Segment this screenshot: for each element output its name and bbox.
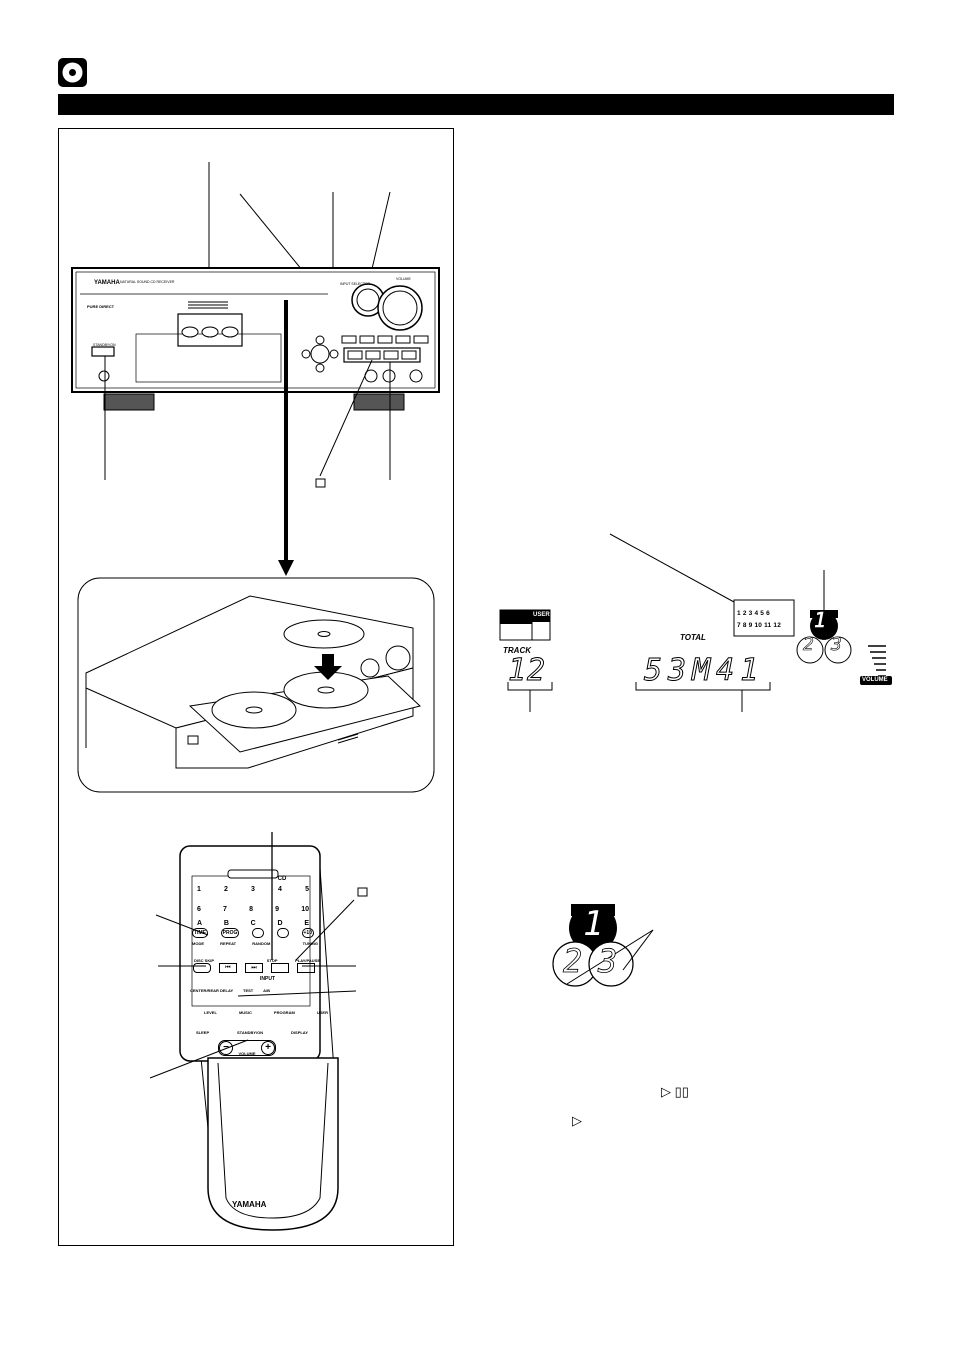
volume-display-label: VOLUME <box>862 677 888 683</box>
remote-program-label: PROGRAM <box>273 1010 295 1015</box>
remote-repeat-label: REPEAT <box>220 941 237 946</box>
remote-random-label: RANDOM <box>252 941 271 946</box>
remote-num-9[interactable]: 9 <box>275 906 280 913</box>
remote-number-row-1: 1 2 3 4 5 <box>197 886 309 893</box>
remote-row8: SLEEP STANDBY/ON DISPLAY <box>196 1030 308 1035</box>
remote-num-3[interactable]: 3 <box>251 886 255 893</box>
volume-knob-label: VOLUME <box>396 277 411 281</box>
play-pause-symbol: ▷ ▯▯ <box>661 1084 689 1099</box>
remote-center-rear-label: CENTER/REAR DELAY <box>190 988 234 993</box>
remote-sleep-label: SLEEP <box>196 1030 210 1035</box>
remote-cd-label: CD <box>277 876 287 882</box>
skip-back-button[interactable]: ⏮ <box>219 963 237 973</box>
disc-3-large: 3 <box>598 942 618 981</box>
remote-row4: DISC SKIP STOP PLAY/PAUSE <box>194 958 320 963</box>
remote-volume-rocker: − VOLUME + <box>218 1040 276 1056</box>
remote-plus10-button[interactable]: +10 <box>301 928 314 938</box>
disc-indicator-large <box>552 904 654 987</box>
disc-2-large: 2 <box>563 942 583 981</box>
remote-play-pause-label: PLAY/PAUSE <box>295 958 320 963</box>
standby-label: STANDBY/ON <box>93 343 116 347</box>
cd-disc-icon <box>58 58 87 87</box>
input-selector-label: INPUT SELECTOR <box>340 282 371 286</box>
play-pause-button[interactable] <box>297 963 315 973</box>
remote-num-4[interactable]: 4 <box>278 886 282 893</box>
remote-letter-c: C <box>250 920 256 927</box>
disc-3-display: 3 <box>831 634 842 656</box>
remote-brand: YAMAHA <box>232 1200 267 1209</box>
remote-mode-label: MODE <box>192 941 204 946</box>
skip-forward-button[interactable]: ⏭ <box>245 963 263 973</box>
remote-transport-buttons: ⏮ ⏭ <box>193 963 315 973</box>
remote-disc-skip-label: DISC SKIP <box>194 958 215 963</box>
total-label: TOTAL <box>680 633 706 642</box>
track-value: 12 <box>507 653 547 689</box>
remote-standby-label: STANDBY/ON <box>237 1030 264 1035</box>
track-label: TRACK <box>503 646 531 655</box>
remote-test-label: TEST <box>243 988 254 993</box>
section-header-bar <box>58 94 894 115</box>
track-grid-row-1: 1 2 3 4 5 6 <box>737 610 770 617</box>
remote-tuning-label: TUNING <box>302 941 318 946</box>
user-label: USER <box>533 612 550 618</box>
remote-level-label: LEVEL <box>204 1010 217 1015</box>
time-value: 53M41 <box>643 653 765 689</box>
remote-user-label: USER <box>316 1010 328 1015</box>
remote-music-label: MUSIC <box>238 1010 252 1015</box>
remote-num-1[interactable]: 1 <box>197 886 201 893</box>
remote-letter-b: B <box>223 920 229 927</box>
volume-minus-button[interactable]: − <box>219 1041 233 1055</box>
remote-num-2[interactable]: 2 <box>224 886 228 893</box>
disc-skip-button[interactable] <box>193 963 211 973</box>
pure-direct-badge: PURE DIRECT <box>87 304 115 309</box>
remote-display-label: DISPLAY <box>291 1030 308 1035</box>
track-grid: 1 2 3 4 5 6 7 8 9 10 11 12 <box>737 608 797 632</box>
illustration-svg <box>71 162 440 1231</box>
remote-stop-label: STOP <box>266 958 278 963</box>
remote-row3: TIME PROG +10 <box>192 928 314 938</box>
remote-row6: CENTER/REAR DELAY TEST A/B <box>190 988 270 993</box>
remote-number-row-2: 6 7 8 9 10 <box>197 906 309 913</box>
illustration-panel <box>58 128 454 1246</box>
receiver-model-text: NATURAL SOUND CD RECEIVER <box>120 280 175 284</box>
disc-1-display: 1 <box>814 608 827 633</box>
receiver-brand: YAMAHA <box>94 280 120 286</box>
volume-plus-button[interactable]: + <box>261 1041 275 1055</box>
track-grid-row-2: 7 8 9 10 11 12 <box>737 622 782 629</box>
disc-2-display: 2 <box>803 634 814 656</box>
remote-input-label: INPUT <box>260 976 275 982</box>
remote-num-5[interactable]: 5 <box>305 886 309 893</box>
remote-letter-d: D <box>277 920 283 927</box>
stop-button[interactable] <box>271 963 289 973</box>
remote-time-button[interactable]: TIME <box>192 928 208 938</box>
remote-num-7[interactable]: 7 <box>223 906 227 913</box>
remote-letter-e: E <box>304 920 309 927</box>
remote-volume-label: VOLUME <box>238 1050 256 1056</box>
remote-letter-row: A B C D E <box>197 920 309 927</box>
remote-num-8[interactable]: 8 <box>249 906 253 913</box>
remote-num-10[interactable]: 10 <box>301 906 309 913</box>
remote-letter-a: A <box>197 920 203 927</box>
remote-ab-label: A/B <box>263 988 270 993</box>
remote-prog-button[interactable]: PROG <box>220 928 240 938</box>
remote-open-button[interactable] <box>276 928 289 938</box>
remote-random-button[interactable] <box>252 928 265 938</box>
remote-row7: LEVEL MUSIC PROGRAM USER <box>204 1010 328 1015</box>
remote-row3-labels: MODE REPEAT RANDOM TUNING <box>192 941 318 946</box>
disc-1-large: 1 <box>583 904 604 944</box>
remote-num-6[interactable]: 6 <box>197 906 201 913</box>
display-illustration <box>499 533 892 712</box>
play-symbol: ▷ <box>572 1113 582 1128</box>
